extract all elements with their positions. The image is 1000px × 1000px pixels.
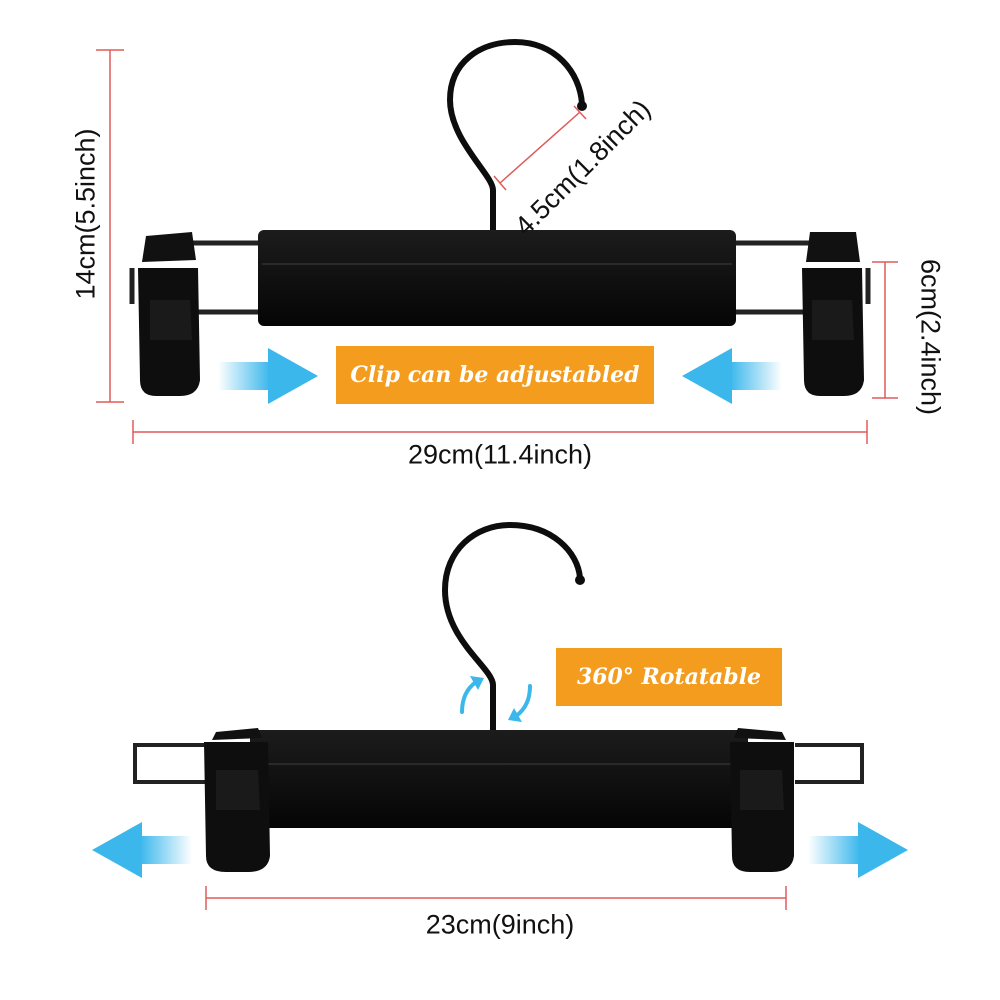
bottom-width-dimension-label: 23cm(9inch) bbox=[425, 909, 575, 940]
top-hanger-right-clip bbox=[802, 232, 864, 396]
bottom-dimension-lines bbox=[205, 886, 787, 910]
top-width-dimension-label: 29cm(11.4inch) bbox=[407, 439, 593, 470]
top-hanger-hook bbox=[446, 38, 585, 235]
bottom-hanger-bar bbox=[250, 730, 748, 828]
rotate-arrow-icon bbox=[460, 676, 532, 722]
clip-dimension-label: 6cm(2.4inch) bbox=[915, 258, 946, 416]
adjustable-clip-badge: Clip can be adjustabled bbox=[336, 346, 654, 404]
top-hanger-left-clip bbox=[138, 232, 200, 396]
adjustable-clip-badge-text: Clip can be adjustabled bbox=[350, 362, 640, 388]
bottom-hanger-right-clip bbox=[730, 728, 794, 872]
top-hanger-bar bbox=[258, 230, 736, 326]
bottom-hanger-left-clip bbox=[204, 728, 270, 872]
bottom-hanger bbox=[133, 521, 864, 872]
top-hanger bbox=[129, 38, 871, 396]
bottom-hanger-wire-frames bbox=[133, 743, 864, 784]
arrow-right-icon bbox=[808, 822, 908, 878]
top-dimension-lines bbox=[96, 49, 898, 444]
arrow-right-icon bbox=[218, 348, 318, 404]
rotatable-badge: 360° Rotatable bbox=[556, 648, 782, 706]
arrow-left-icon bbox=[92, 822, 192, 878]
rotatable-badge-text: 360° Rotatable bbox=[576, 664, 762, 690]
arrow-left-icon bbox=[682, 348, 782, 404]
bottom-hanger-hook bbox=[441, 521, 583, 733]
height-dimension-label: 14cm(5.5inch) bbox=[70, 128, 101, 300]
